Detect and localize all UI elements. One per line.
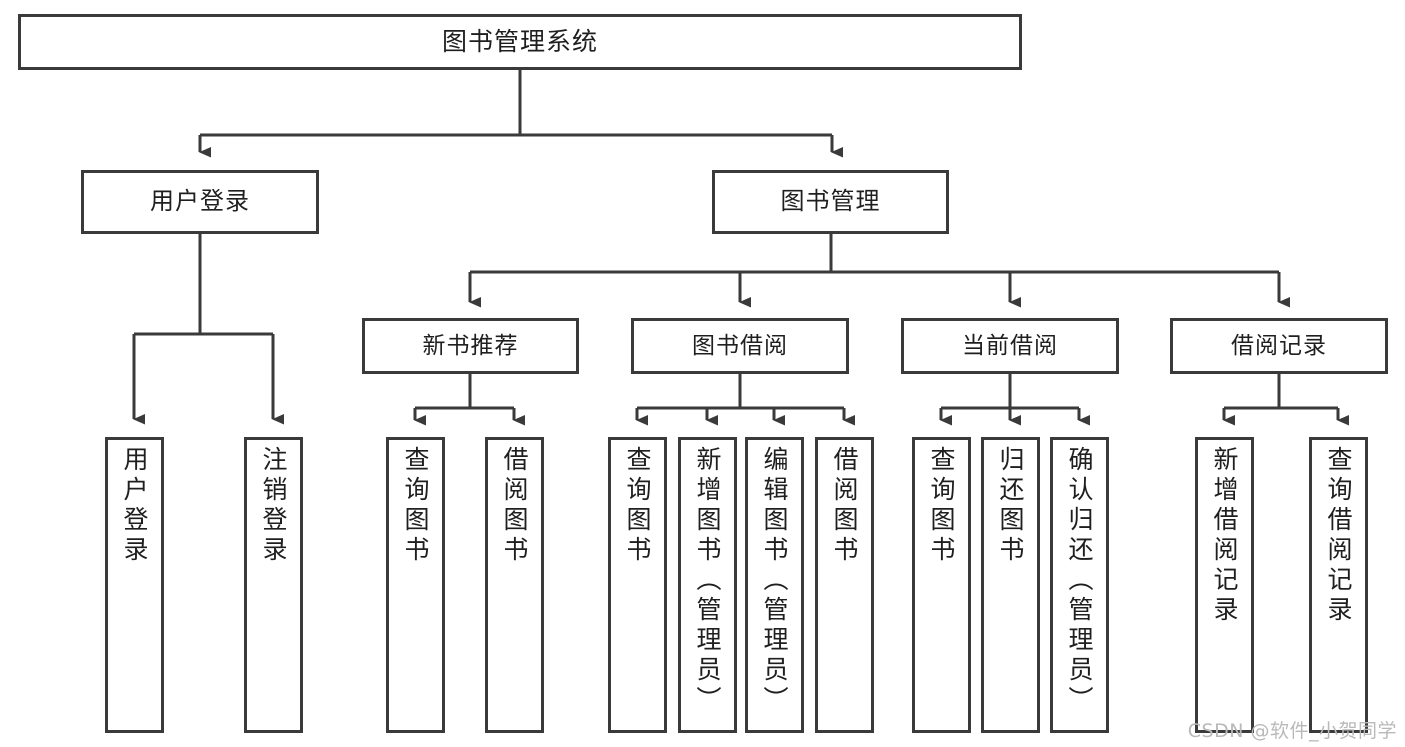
- leaf-label: 查询图书: [623, 446, 652, 566]
- leaf-node[interactable]: 借阅图书: [815, 437, 874, 733]
- node-new-book-recommend[interactable]: 新书推荐: [362, 318, 579, 374]
- leaf-label: 借阅图书: [500, 446, 529, 566]
- node-user-login-label: 用户登录: [150, 187, 250, 216]
- leaf-label: 借阅图书: [830, 446, 859, 566]
- leaf-node[interactable]: 新增借阅记录: [1195, 437, 1254, 733]
- leaf-node[interactable]: 新增图书（管理员）: [678, 437, 737, 733]
- node-borrow-record-label: 借阅记录: [1231, 332, 1327, 359]
- leaf-label: 查询借阅记录: [1324, 446, 1353, 626]
- leaf-label: 归还图书: [996, 446, 1025, 566]
- node-current-borrow-label: 当前借阅: [962, 332, 1058, 359]
- leaf-label: 编辑图书（管理员）: [760, 446, 789, 716]
- leaf-node[interactable]: 注销登录: [244, 437, 303, 733]
- node-user-login[interactable]: 用户登录: [81, 170, 319, 234]
- leaf-label: 用户登录: [120, 446, 149, 566]
- node-book-management-label: 图书管理: [780, 187, 881, 216]
- leaf-label: 新增图书（管理员）: [693, 446, 722, 716]
- leaf-node[interactable]: 归还图书: [981, 437, 1040, 733]
- leaf-node[interactable]: 查询图书: [608, 437, 667, 733]
- node-new-book-recommend-label: 新书推荐: [422, 332, 519, 359]
- leaf-node[interactable]: 用户登录: [105, 437, 164, 733]
- node-book-management[interactable]: 图书管理: [712, 170, 949, 234]
- leaf-label: 确认归还（管理员）: [1065, 446, 1094, 716]
- leaf-label: 查询图书: [401, 446, 430, 566]
- node-current-borrow[interactable]: 当前借阅: [901, 318, 1119, 374]
- node-borrow-record[interactable]: 借阅记录: [1170, 318, 1388, 374]
- leaf-node[interactable]: 查询图书: [912, 437, 971, 733]
- csdn-watermark: CSDN @软件_小贺同学: [1187, 720, 1397, 742]
- leaf-label: 注销登录: [259, 446, 288, 566]
- leaf-node[interactable]: 借阅图书: [485, 437, 544, 733]
- leaf-node[interactable]: 确认归还（管理员）: [1050, 437, 1109, 733]
- node-root-system[interactable]: 图书管理系统: [18, 14, 1022, 70]
- leaf-node[interactable]: 查询图书: [386, 437, 445, 733]
- node-book-borrow[interactable]: 图书借阅: [631, 318, 849, 374]
- leaf-label: 查询图书: [927, 446, 956, 566]
- leaf-label: 新增借阅记录: [1210, 446, 1239, 626]
- leaf-node[interactable]: 查询借阅记录: [1309, 437, 1368, 733]
- node-book-borrow-label: 图书借阅: [692, 332, 788, 359]
- node-root-label: 图书管理系统: [441, 26, 598, 56]
- leaf-node[interactable]: 编辑图书（管理员）: [745, 437, 804, 733]
